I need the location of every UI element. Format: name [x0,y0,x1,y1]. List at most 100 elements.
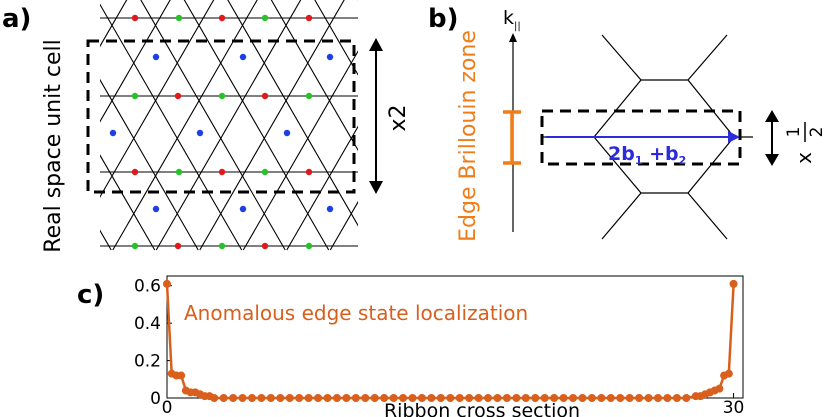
data-point [417,394,426,402]
data-point [446,394,455,402]
lattice-line [242,50,358,251]
lattice-site-red [174,92,182,100]
halving-label: x 1 2 [784,122,827,164]
lattice-line [100,154,156,251]
data-point [493,394,502,402]
plot-frame [166,275,744,399]
y-tick-label: 0 [150,389,161,409]
y-tick-label: 0.6 [134,277,161,297]
lattice-line [286,125,358,251]
halving-numerator: 1 [784,127,804,138]
lattice-line [155,0,302,251]
lattice-line [100,78,199,251]
data-point [540,394,549,402]
reciprocal-vector-arrow [546,131,740,143]
data-point [724,369,733,378]
lattice-site-red [131,14,139,22]
lattice-site-red [261,242,269,250]
panel-c-letter: c) [77,280,104,310]
k-parallel-arrowhead [509,33,517,42]
lattice-line [0,0,155,250]
plot-markers [163,279,738,402]
data-point [597,394,606,402]
panel-a-letter: a) [2,4,31,34]
data-point [295,394,304,402]
lattice-line [270,0,358,152]
lattice-line [100,3,243,251]
lattice-site-blue [283,129,291,137]
lattice-site-blue [109,129,117,137]
data-point [559,394,568,402]
data-point [229,394,238,402]
lattice-line [112,0,258,251]
lattice-site-blue [196,129,204,137]
x-tick-label: 30 [723,398,745,417]
data-point [247,394,256,402]
data-point [663,394,672,402]
edge-brillouin-zone-label: Edge Brillouin zone [456,30,481,242]
series-line [165,283,735,400]
doubling-arrow [369,38,383,194]
lattice-site-green [218,242,226,250]
plot-annotation: Anomalous edge state localization [184,301,528,325]
data-point [177,371,186,380]
reduced-zone-box [540,109,742,166]
data-point [606,394,615,402]
data-point [682,394,691,402]
lattice-site-green [175,14,183,22]
svg-text:x: x [792,152,816,164]
data-point [361,394,370,402]
panel-b-letter: b) [428,4,459,34]
data-point [635,394,644,402]
data-point [219,394,228,402]
x-axis-label: Ribbon cross section [384,400,580,417]
data-point [163,279,171,288]
data-point [342,394,351,402]
lattice-site-blue [152,205,160,213]
data-point [285,394,294,402]
data-point [304,394,313,402]
lattice-site-red [218,168,226,176]
data-point [521,394,530,402]
data-point [436,394,445,402]
data-point [323,394,332,402]
data-point [380,394,389,402]
lattice-line [183,0,330,251]
data-point [276,394,285,402]
data-point [625,394,634,402]
edge-brillouin-zone-bracket [503,110,521,165]
lattice-line [0,0,198,250]
real-space-unit-cell-label: Real space unit cell [41,39,66,252]
lattice-site-red [174,242,182,250]
data-point [427,394,436,402]
lattice-line [0,0,24,250]
lattice-site-red [218,14,226,22]
lattice-site-green [175,168,183,176]
data-point [399,394,408,402]
data-point [531,394,540,402]
reciprocal-vector-label: 2b1 +b2 [608,143,686,167]
data-point [587,394,596,402]
data-point [512,394,521,402]
data-point [550,394,559,402]
lattice-site-green [305,242,313,250]
kagome-lattice-sites [109,14,334,250]
lattice-site-blue [326,53,334,61]
panel-a: a) x2 Real space unit cell [0,0,589,253]
plot-series [165,283,735,400]
lattice-site-red [131,168,139,176]
k-parallel-label: k|| [503,7,521,32]
lattice-line [357,0,358,1]
lattice-line [0,0,24,250]
lattice-line [243,0,589,250]
data-point [266,394,275,402]
data-point [715,384,724,393]
data-point [644,394,653,402]
data-point [370,394,379,402]
lattice-site-red [305,168,313,176]
lattice-line [100,0,171,123]
lattice-site-red [261,92,269,100]
lattice-site-green [218,92,226,100]
